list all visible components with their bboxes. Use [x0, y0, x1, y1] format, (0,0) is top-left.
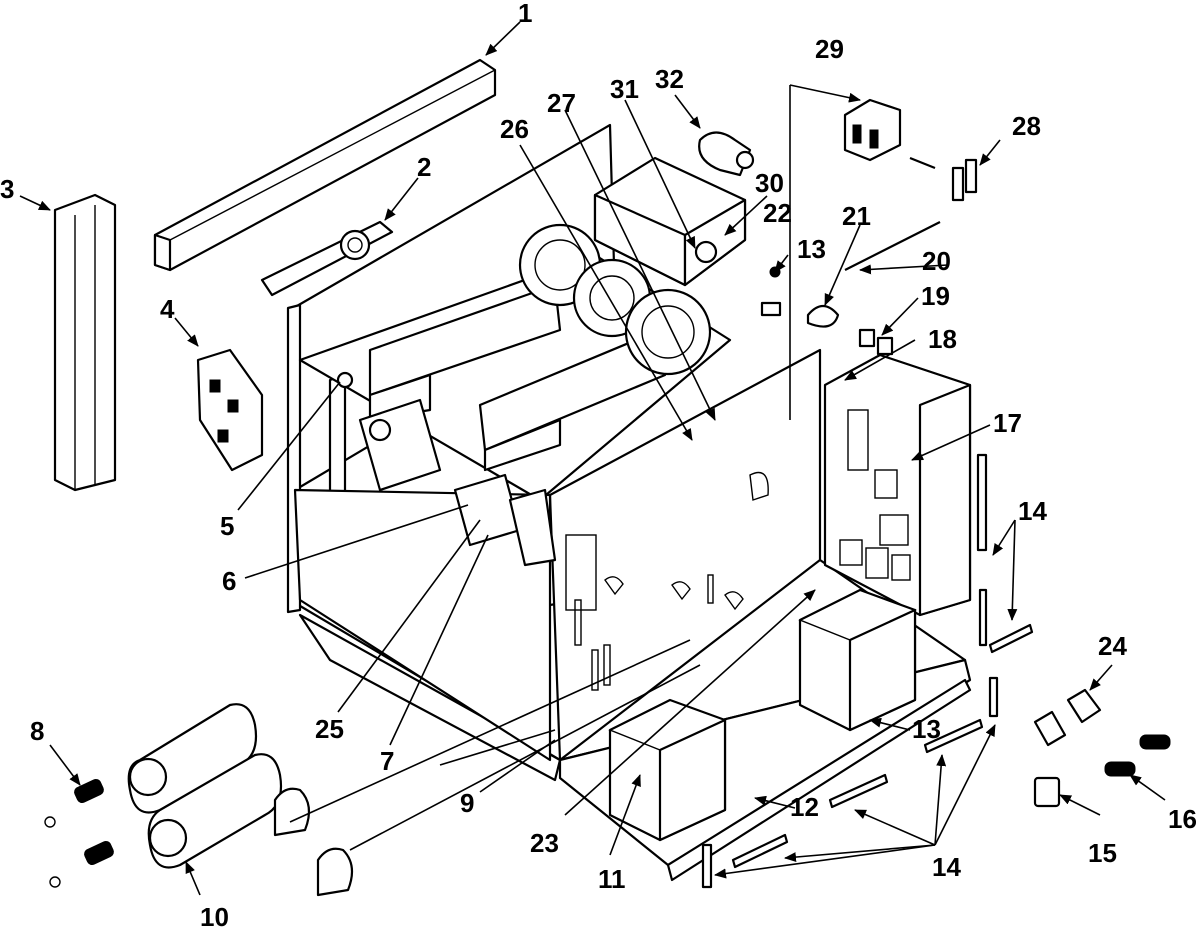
callout-11: 11 — [598, 864, 626, 894]
callout-10: 10 — [200, 902, 229, 929]
callout-13-lower: 13 — [912, 714, 941, 744]
part-4-terminal-block — [196, 348, 264, 472]
callout-4: 4 — [160, 294, 175, 324]
callout-20: 20 — [922, 246, 951, 276]
callout-25: 25 — [315, 714, 344, 744]
callout-29: 29 — [815, 34, 844, 64]
upper-right-small-parts — [760, 221, 941, 356]
part-17-control-board — [823, 353, 972, 617]
callout-18: 18 — [928, 324, 957, 354]
part-8-resistors — [44, 778, 114, 888]
fuse-and-lamp-parts — [694, 98, 978, 264]
callout-24: 24 — [1098, 631, 1127, 661]
part-10-capacitors — [127, 703, 283, 869]
callout-22: 22 — [763, 198, 792, 228]
callout-14-bottom: 14 — [932, 852, 961, 882]
callout-14-right: 14 — [1018, 496, 1047, 526]
callout-27: 27 — [547, 88, 576, 118]
callout-1: 1 — [518, 0, 532, 28]
callout-16: 16 — [1168, 804, 1197, 834]
callout-5: 5 — [220, 511, 234, 541]
part-2-switch-bracket — [260, 220, 394, 297]
callout-28: 28 — [1012, 111, 1041, 141]
callout-31: 31 — [610, 74, 639, 104]
callout-19: 19 — [921, 281, 950, 311]
callout-7: 7 — [380, 746, 394, 776]
callout-8: 8 — [30, 716, 44, 746]
part-23-transformer-rear — [798, 588, 917, 732]
part-1-top-trim — [153, 58, 497, 272]
callout-12: 12 — [790, 792, 819, 822]
callout-23: 23 — [530, 828, 559, 858]
callout-13-upper: 13 — [797, 234, 826, 264]
callout-32: 32 — [655, 64, 684, 94]
leader-lines — [19, 21, 1166, 896]
power-inlet-parts — [1033, 688, 1171, 808]
callout-2: 2 — [417, 152, 431, 182]
part-11-transformer-front — [608, 698, 727, 842]
callout-6: 6 — [222, 566, 236, 596]
callout-30: 30 — [755, 168, 784, 198]
callout-17: 17 — [993, 408, 1022, 438]
front-left-components — [336, 371, 557, 567]
gear-assemblies — [518, 223, 712, 376]
callout-3: 3 — [0, 174, 14, 204]
callout-9: 9 — [460, 788, 474, 818]
part-9-capacitor-brackets — [273, 787, 354, 897]
callout-21: 21 — [842, 201, 871, 231]
part-3-side-trim — [53, 193, 117, 492]
callout-15: 15 — [1088, 838, 1117, 868]
callout-26: 26 — [500, 114, 529, 144]
part-14-insulator-strips — [701, 453, 1034, 889]
